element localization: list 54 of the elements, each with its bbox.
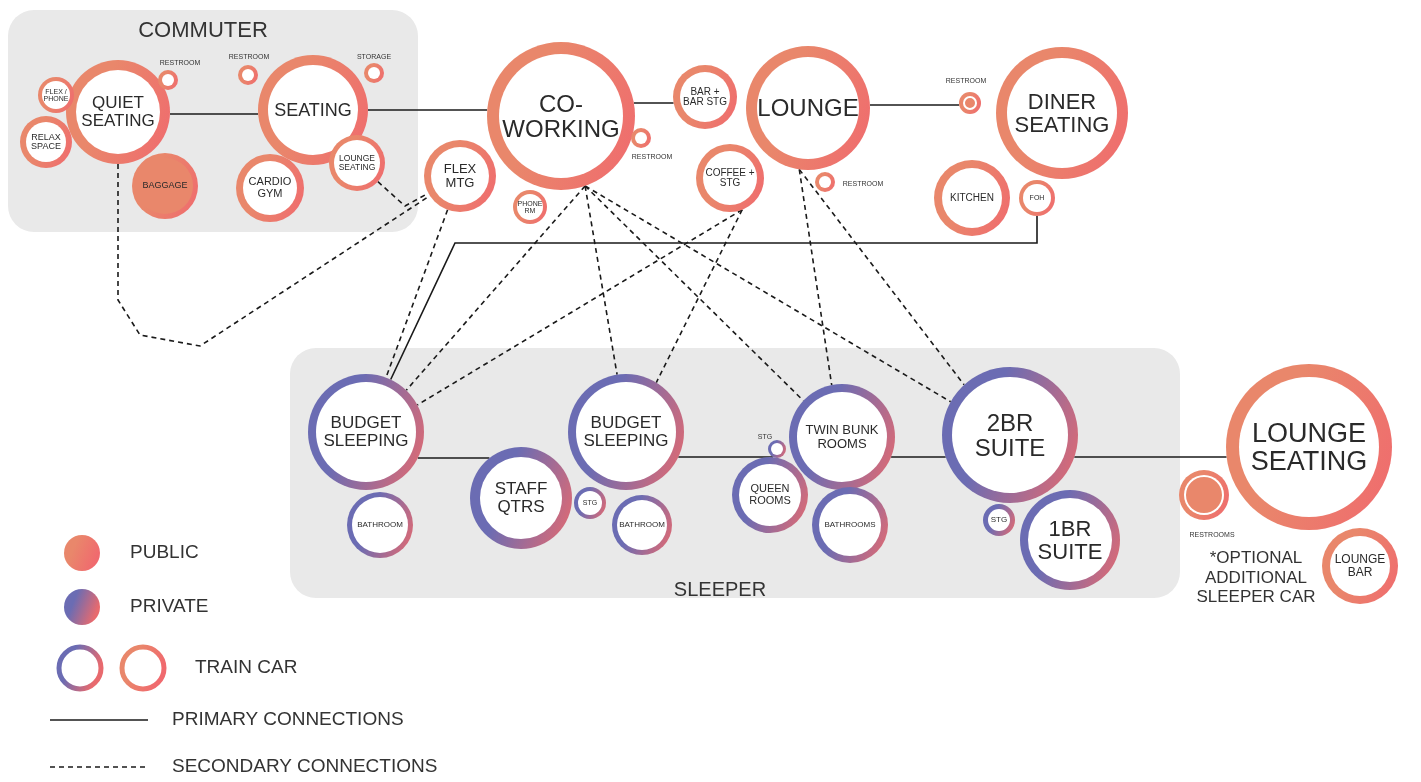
space-label: RELAX SPACE <box>30 132 62 152</box>
space-label: BAGGAGE <box>142 181 188 191</box>
space-label: BATHROOM <box>357 520 403 530</box>
legend-label: SECONDARY CONNECTIONS <box>172 755 438 777</box>
space-label: DINER SEATING <box>1013 89 1111 137</box>
space-label: CARDIO GYM <box>247 176 293 200</box>
connection-line <box>416 208 743 406</box>
legend-label: TRAIN CAR <box>195 656 298 678</box>
space-label: COFFEE + STG <box>704 167 756 189</box>
space-label: SEATING <box>274 100 352 120</box>
connection-line <box>584 185 952 403</box>
space-label: LOUNGE BAR <box>1333 553 1387 579</box>
space-label: FLEX MTG <box>442 162 478 190</box>
space-label: CO- WORKING <box>501 90 621 142</box>
legend-label: PRIVATE <box>130 595 209 617</box>
connection-line <box>869 104 960 106</box>
space-label: BUDGET SLEEPING <box>322 414 410 450</box>
connection-line <box>584 185 618 376</box>
zone-heading: COMMUTER <box>138 17 268 43</box>
space-label: TWIN BUNK ROOMS <box>804 423 880 451</box>
space-label: QUIET SEATING <box>80 94 156 130</box>
connection-line <box>389 215 1038 381</box>
note: *OPTIONAL ADDITIONAL SLEEPER CAR <box>1195 548 1317 607</box>
connection-line <box>417 457 491 459</box>
connection-line <box>169 113 259 115</box>
space-label: 2BR SUITE <box>973 409 1047 461</box>
zone-heading: SLEEPER <box>673 577 767 601</box>
connection-line <box>367 109 488 111</box>
space-label: QUEEN ROOMS <box>748 483 792 507</box>
connection-line <box>677 456 774 458</box>
space-label: BUDGET SLEEPING <box>582 414 670 450</box>
connection-line <box>798 168 833 386</box>
space-label: KITCHEN <box>950 192 994 204</box>
connection-line <box>633 102 675 104</box>
car-zone <box>290 348 1180 598</box>
space-label: BAR + BAR STG <box>682 86 728 108</box>
connection-line <box>584 185 805 402</box>
legend-label: PRIMARY CONNECTIONS <box>172 708 404 730</box>
space-label: BATHROOMS <box>824 520 876 530</box>
space-label: 1BR SUITE <box>1036 516 1104 564</box>
legend-label: PUBLIC <box>130 541 199 563</box>
connection-line <box>1073 456 1228 458</box>
car-zone <box>8 10 418 232</box>
space-label: LOUNGE SEATING <box>1249 418 1369 476</box>
connection-line <box>798 168 965 386</box>
connection-line <box>405 185 586 392</box>
space-label: STG <box>990 515 1008 525</box>
connection-line <box>890 456 947 458</box>
space-label: LOUNGE <box>757 95 859 121</box>
space-label: BATHROOM <box>619 520 665 530</box>
connection-line <box>655 208 743 384</box>
space-label: STAFF QTRS <box>493 480 549 516</box>
connection-line <box>377 180 430 207</box>
space-label: LOUNGE SEATING <box>337 154 377 172</box>
